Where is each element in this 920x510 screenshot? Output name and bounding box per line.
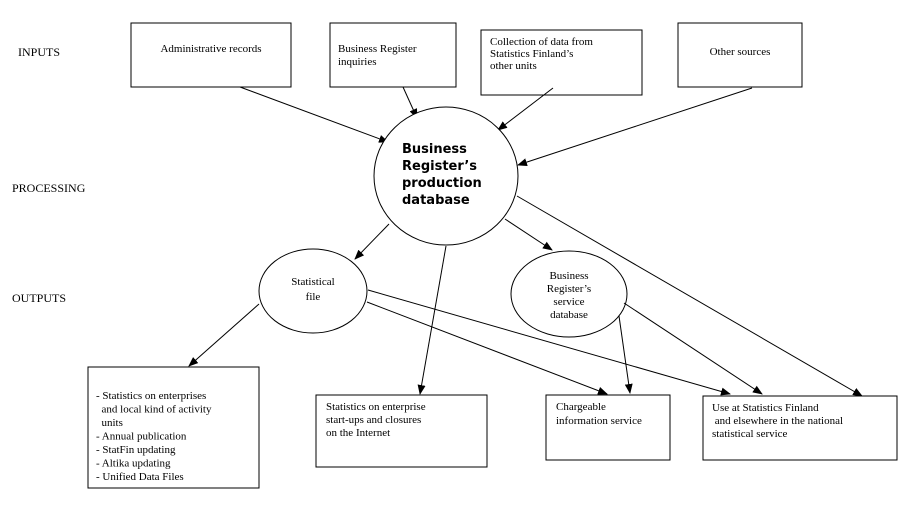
text-line: inquiries bbox=[338, 56, 377, 68]
text-line: Collection of data from bbox=[490, 36, 593, 48]
text-line: Business bbox=[549, 270, 588, 282]
output-box-statistics: - Statistics on enterprises and local ki… bbox=[87, 366, 260, 489]
arrow-file-to-statistics bbox=[188, 303, 260, 367]
text-line: Business Register bbox=[338, 43, 417, 55]
text-line: Statistics Finland’s bbox=[490, 48, 573, 60]
text-line: file bbox=[306, 291, 321, 303]
arrow-service-to-use-statfin bbox=[623, 302, 763, 395]
text-line: Use at Statistics Finland bbox=[712, 402, 819, 414]
statistical-file-label: Statistical file bbox=[291, 276, 334, 303]
text-line: Other sources bbox=[710, 46, 771, 58]
statistical-file-node: Statistical file bbox=[258, 248, 368, 334]
text-line: Statistics on enterprise bbox=[326, 401, 426, 413]
text-line: units bbox=[96, 417, 123, 429]
input-box-administrative-records: Administrative records bbox=[130, 22, 292, 88]
arrow-file-to-chargeable bbox=[366, 301, 608, 395]
text-line: - StatFin updating bbox=[96, 444, 176, 456]
arrow-admin-to-db bbox=[239, 86, 389, 143]
text-line: information service bbox=[556, 415, 642, 427]
arrow-db-to-statistical-file bbox=[354, 223, 390, 260]
text-line: production bbox=[402, 176, 482, 191]
text-line: Statistical bbox=[291, 276, 334, 288]
row-label-inputs: INPUTS bbox=[18, 45, 60, 59]
output-box-chargeable: Chargeable information service bbox=[545, 394, 671, 461]
text-line: service bbox=[553, 296, 584, 308]
arrow-inquiries-to-db bbox=[402, 86, 418, 119]
text-line: Register’s bbox=[402, 159, 477, 174]
text-line: Register’s bbox=[547, 283, 591, 295]
text-line: - Annual publication bbox=[96, 431, 187, 443]
statistics-list-label: - Statistics on enterprises and local ki… bbox=[96, 390, 212, 483]
text-line: Business bbox=[402, 142, 467, 157]
text-line: - Unified Data Files bbox=[96, 471, 184, 483]
text-line: Administrative records bbox=[160, 43, 261, 55]
row-label-outputs: OUTPUTS bbox=[12, 291, 66, 305]
text-line: statistical service bbox=[712, 428, 788, 440]
text-line: - Statistics on enterprises bbox=[96, 390, 206, 402]
arrow-file-to-use-statfin bbox=[367, 289, 731, 396]
text-line: start-ups and closures bbox=[326, 414, 421, 426]
arrow-db-to-service-db bbox=[504, 218, 553, 251]
text-line: database bbox=[550, 309, 588, 321]
text-line: on the Internet bbox=[326, 427, 390, 439]
arrow-db-to-use-statfin bbox=[516, 195, 863, 397]
admin-records-label: Administrative records bbox=[160, 43, 261, 55]
text-line: database bbox=[402, 193, 470, 208]
text-line: and local kind of activity bbox=[96, 404, 212, 416]
text-line: - Altika updating bbox=[96, 458, 171, 470]
use-stat-finland-label: Use at Statistics Finland and elsewhere … bbox=[712, 402, 843, 440]
input-box-other-sources: Other sources bbox=[677, 22, 803, 88]
arrow-db-to-startups bbox=[417, 245, 447, 395]
text-line: other units bbox=[490, 60, 537, 72]
other-sources-label: Other sources bbox=[710, 46, 771, 58]
arrow-statfin-to-db bbox=[497, 87, 554, 131]
output-box-use-statistics-finland: Use at Statistics Finland and elsewhere … bbox=[702, 395, 898, 461]
chargeable-label: Chargeable information service bbox=[556, 401, 642, 427]
arrow-other-to-db bbox=[517, 87, 753, 166]
text-line: and elsewhere in the national bbox=[712, 415, 843, 427]
arrow-service-to-chargeable bbox=[618, 315, 633, 394]
row-label-processing: PROCESSING bbox=[12, 181, 86, 195]
text-line: Chargeable bbox=[556, 401, 606, 413]
